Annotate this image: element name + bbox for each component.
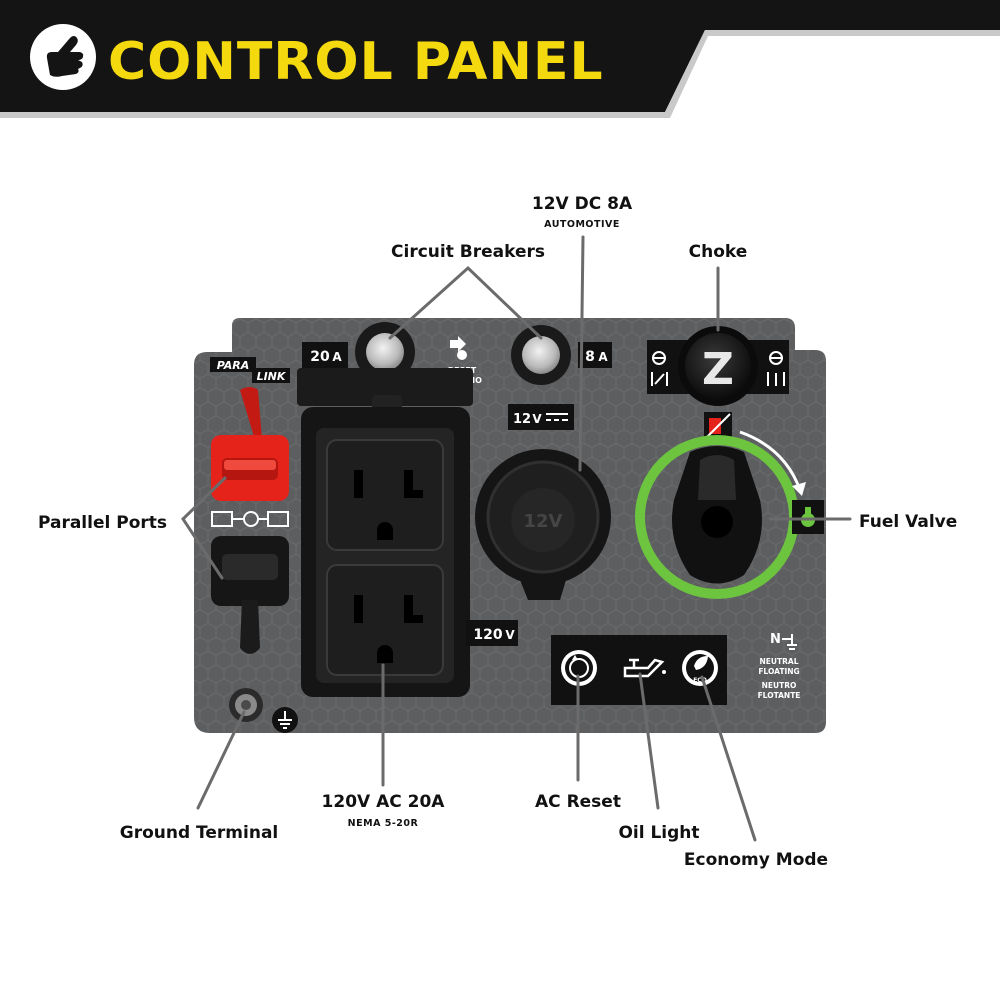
outlet-voltage-label: 120 V <box>466 620 518 646</box>
dc-voltage-label: 12 V <box>508 404 574 430</box>
reset-arrow-icon <box>572 655 578 660</box>
ground-terminal[interactable] <box>229 688 263 722</box>
callouts: 12V DC 8A AUTOMOTIVE Circuit Breakers Ch… <box>38 194 957 870</box>
fuel-valve[interactable] <box>635 435 799 599</box>
parallel-port-black[interactable] <box>211 536 289 654</box>
outlet-cover-flap[interactable] <box>297 368 473 406</box>
parallel-symbol <box>211 511 289 527</box>
circuit-breaker-20a[interactable] <box>355 322 415 382</box>
svg-text:12: 12 <box>513 412 531 427</box>
svg-text:FLOATING: FLOATING <box>758 667 799 676</box>
callout-oil-light: Oil Light <box>618 823 699 843</box>
hand-pointer-icon <box>30 24 96 90</box>
choke-knob-letter: Z <box>702 344 734 395</box>
callout-ground-terminal: Ground Terminal <box>120 823 279 843</box>
svg-text:120: 120 <box>473 627 502 643</box>
svg-text:20: 20 <box>310 349 330 365</box>
callout-choke: Choke <box>689 242 748 262</box>
page-title: CONTROL PANEL <box>108 32 604 92</box>
leader-lines <box>181 235 852 842</box>
callout-economy-mode: Economy Mode <box>684 850 828 870</box>
svg-text:FLOTANTE: FLOTANTE <box>758 691 801 700</box>
parallel-port-red[interactable] <box>211 387 289 501</box>
breaker-label-8a: 8 A <box>578 342 612 368</box>
svg-text:V: V <box>532 412 542 426</box>
svg-text:A: A <box>332 350 342 364</box>
ground-icon <box>272 707 298 733</box>
dc-12v-socket[interactable]: 12V <box>475 449 611 600</box>
callout-parallel-ports: Parallel Ports <box>38 513 167 533</box>
ac-outlet[interactable] <box>297 368 473 697</box>
leader-ground-terminal <box>196 710 246 810</box>
svg-text:NEUTRO: NEUTRO <box>762 681 797 690</box>
header-bar: CONTROL PANEL <box>0 0 1000 118</box>
fuel-direction-arrow <box>739 430 806 496</box>
leader-oil-light <box>638 672 660 810</box>
fuel-on-icon <box>792 500 824 534</box>
callout-ac-outlet: 120V AC 20A <box>322 792 446 812</box>
leader-dc-socket <box>578 235 585 472</box>
outlet-receptacle-bottom[interactable] <box>326 564 444 676</box>
fuel-off-icon <box>704 412 732 440</box>
paralink-text-left: PARA <box>217 359 250 372</box>
callout-ac-reset: AC Reset <box>535 792 621 812</box>
leader-parallel-ports <box>181 476 227 580</box>
svg-text:V: V <box>505 628 515 642</box>
choke-knob[interactable]: Z <box>678 326 758 406</box>
outlet-receptacle-top[interactable] <box>326 439 444 551</box>
breaker-label-20a: 20 A <box>302 342 348 368</box>
svg-text:N: N <box>770 632 781 647</box>
economy-mode-button[interactable]: ECO <box>682 650 718 686</box>
ac-reset-button[interactable] <box>561 650 597 686</box>
choke-closed-icon <box>651 351 668 386</box>
leader-economy-mode <box>700 675 757 842</box>
leader-circuit-breakers <box>388 265 543 340</box>
callout-dc-title: 12V DC 8A <box>532 194 633 214</box>
dc-socket-cap-text: 12V <box>524 511 563 532</box>
header-background <box>0 0 1000 112</box>
callout-dc-sub: AUTOMOTIVE <box>544 219 620 230</box>
neutral-floating-label: N NEUTRAL FLOATING NEUTRO FLOTANTE <box>758 632 801 700</box>
paralink-badge: PARA LINK <box>210 357 290 383</box>
callout-ac-outlet-sub: NEMA 5-20R <box>348 818 419 829</box>
svg-text:A: A <box>598 350 608 364</box>
svg-text:ECO: ECO <box>693 677 707 684</box>
choke-open-icon <box>767 351 785 386</box>
callout-fuel-valve: Fuel Valve <box>859 512 957 532</box>
callout-circuit-breakers: Circuit Breakers <box>391 242 545 262</box>
svg-text:8: 8 <box>585 349 595 365</box>
svg-text:NEUTRAL: NEUTRAL <box>760 657 799 666</box>
circuit-breaker-8a[interactable] <box>511 325 571 385</box>
oil-light-icon <box>623 658 666 678</box>
leaf-icon <box>694 656 708 670</box>
paralink-text-right: LINK <box>257 370 287 383</box>
